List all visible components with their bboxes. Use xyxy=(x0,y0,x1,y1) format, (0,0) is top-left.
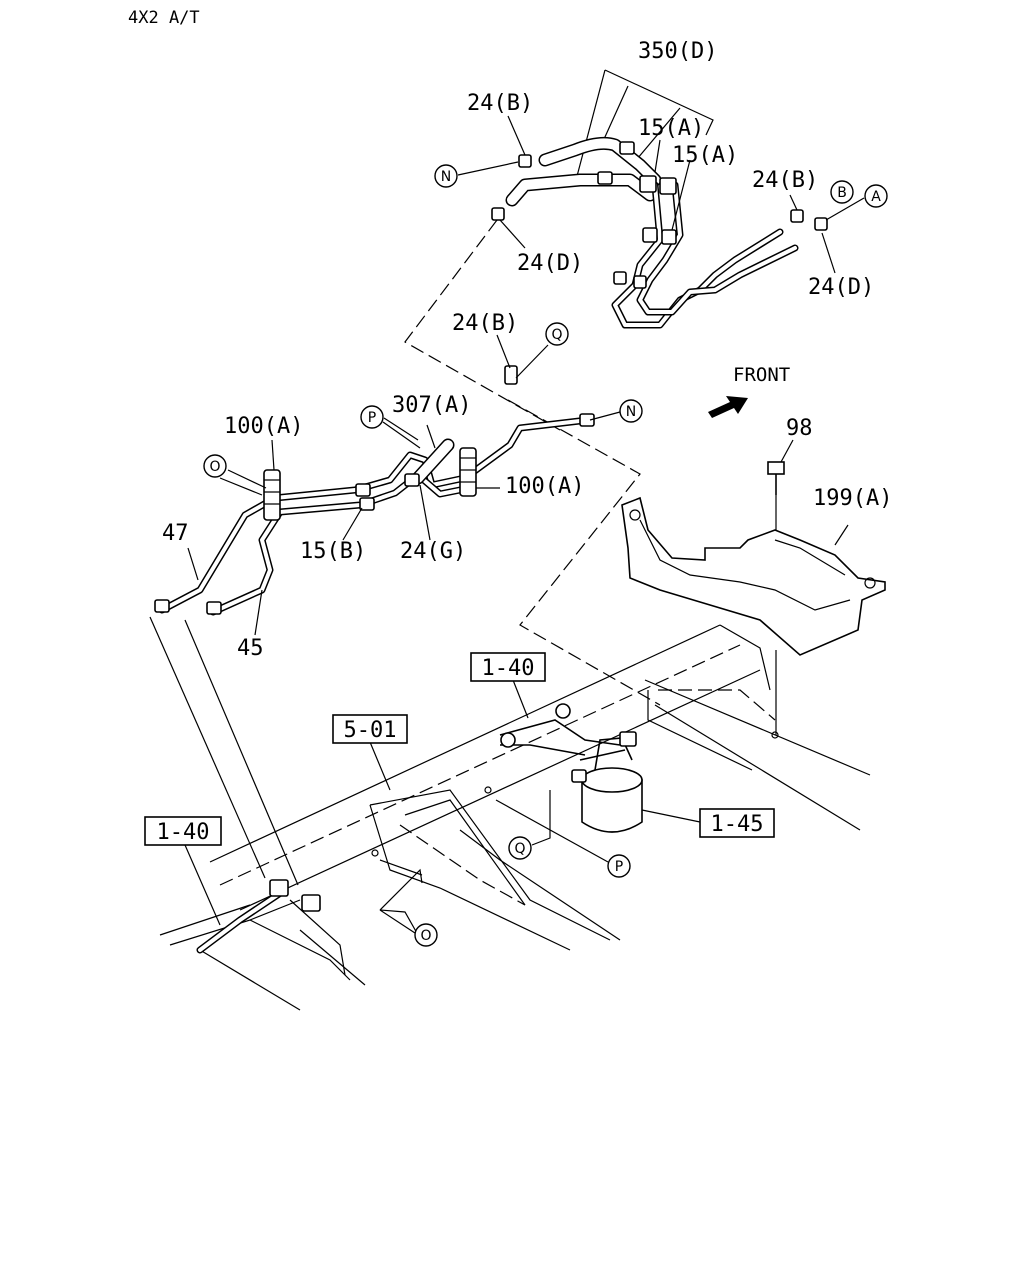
callout-a: A xyxy=(864,184,888,208)
ref-box-1-45: 1-45 xyxy=(699,808,775,838)
svg-text:Q: Q xyxy=(514,841,525,857)
svg-text:N: N xyxy=(626,404,636,420)
label-47: 47 xyxy=(162,521,189,546)
ref-box-1-40-left: 1-40 xyxy=(144,816,222,846)
callout-b: B xyxy=(830,180,854,204)
label-350d: 350(D) xyxy=(638,39,717,64)
label-24b-top: 24(B) xyxy=(467,91,533,116)
label-15a-1: 15(A) xyxy=(638,116,704,141)
ref-box-5-01: 5-01 xyxy=(332,714,408,744)
fuel-filter xyxy=(495,703,701,863)
label-100a-left: 100(A) xyxy=(224,414,303,439)
svg-text:N: N xyxy=(441,169,451,185)
svg-text:Q: Q xyxy=(551,327,562,343)
label-24b-right: 24(B) xyxy=(752,168,818,193)
label-15a-2: 15(A) xyxy=(672,143,738,168)
label-307a: 307(A) xyxy=(392,393,471,418)
svg-text:B: B xyxy=(837,185,847,201)
svg-text:A: A xyxy=(871,189,881,205)
label-24b-mid: 24(B) xyxy=(452,311,518,336)
svg-text:1-40: 1-40 xyxy=(482,656,535,681)
callout-q-1: Q xyxy=(545,322,569,346)
bracket-199a xyxy=(621,496,886,656)
svg-text:5-01: 5-01 xyxy=(344,718,397,743)
label-15b: 15(B) xyxy=(300,539,366,564)
svg-text:1-40: 1-40 xyxy=(157,820,210,845)
label-45: 45 xyxy=(237,636,264,661)
hose-assembly-350d xyxy=(457,69,865,329)
callout-n-1: N xyxy=(434,164,458,188)
front-arrow-icon xyxy=(708,396,748,418)
svg-text:P: P xyxy=(615,859,623,875)
svg-text:P: P xyxy=(368,410,376,426)
fuel-pipes-47-45 xyxy=(154,334,621,636)
callout-o-1: O xyxy=(203,454,227,478)
diagram-title: 4X2 A/T xyxy=(128,8,200,28)
callout-n-2: N xyxy=(619,399,643,423)
callout-p-2: P xyxy=(607,854,631,878)
svg-text:O: O xyxy=(209,459,220,475)
callout-o-2: O xyxy=(414,923,438,947)
callout-q-2: Q xyxy=(508,836,532,860)
svg-text:O: O xyxy=(420,928,431,944)
label-98: 98 xyxy=(786,416,813,441)
svg-text:1-45: 1-45 xyxy=(711,812,764,837)
label-199a: 199(A) xyxy=(813,486,892,511)
bolt-98 xyxy=(767,439,794,535)
ref-box-1-40-top: 1-40 xyxy=(470,652,546,682)
label-24g: 24(G) xyxy=(400,539,466,564)
vehicle-frame xyxy=(159,624,871,1011)
label-24d-top: 24(D) xyxy=(517,251,583,276)
label-front: FRONT xyxy=(733,364,790,386)
label-24d-right: 24(D) xyxy=(808,275,874,300)
callout-p-1: P xyxy=(360,405,384,429)
label-100a-right: 100(A) xyxy=(505,474,584,499)
